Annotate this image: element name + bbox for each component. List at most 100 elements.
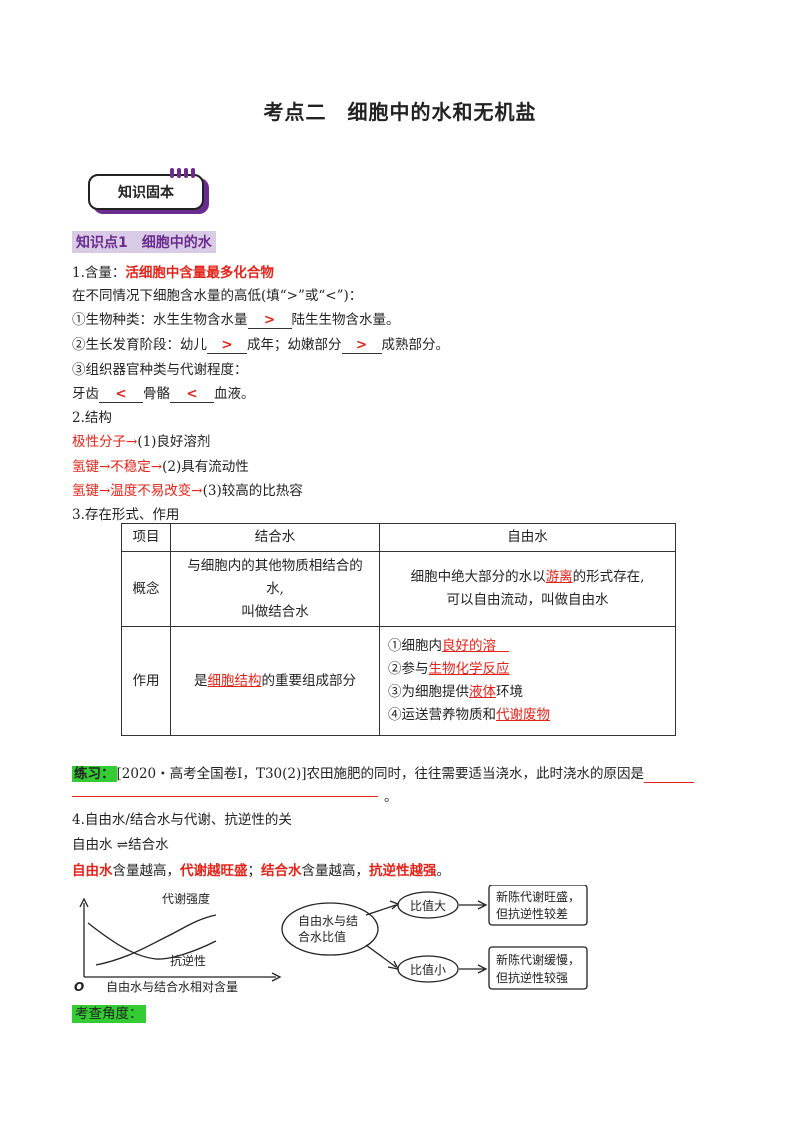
table-header: 结合水: [170, 523, 380, 552]
text: 叫做结合水: [241, 603, 309, 620]
text: 生物化学反应: [428, 661, 510, 677]
text: 游离: [545, 569, 573, 585]
text: ②参与: [388, 661, 429, 677]
content-line: ③组织器官种类与代谢程度：: [72, 362, 248, 378]
answer-blank: <: [99, 386, 143, 403]
exercise-text: [2020・高考全国卷Ⅰ，T30(2)]农田施肥的同时，往往需要适当浇水，此时浇…: [116, 766, 645, 782]
content-line: 极性分子→(1)良好溶剂: [72, 430, 210, 450]
table-cell: 与细胞内的其他物质相结合的 水, 叫做结合水: [170, 551, 380, 627]
ratio-oval: [281, 902, 379, 956]
content-line: 3.存在形式、作用: [72, 507, 180, 523]
content-line: 在不同情况下细胞含水量的高低(填“>”或“<”)：: [72, 288, 363, 304]
text: 水,: [266, 580, 284, 597]
result-box-2: [488, 946, 588, 990]
table-cell: 是细胞结构的重要组成部分: [170, 626, 380, 736]
text: 良好的溶: [442, 638, 496, 654]
content-line: 氢键→不稳定→(2)具有流动性: [72, 455, 249, 475]
water-forms-table: 项目 结合水 自由水 概念 与细胞内的其他物质相结合的 水, 叫做结合水 细胞中…: [121, 523, 676, 736]
text: 牙齿: [72, 386, 99, 402]
text: 代谢废物: [496, 707, 550, 723]
text: 细胞结构: [207, 672, 262, 689]
content-line: ①生物种类：水生生物含水量>陆生生物含水量。: [72, 308, 400, 329]
s1-label: 1.含量：: [72, 265, 126, 281]
text: 陆生生物含水量。: [291, 312, 400, 328]
answer-blank: >: [341, 337, 382, 354]
text: 液体: [469, 684, 496, 700]
text: 与细胞内的其他物质相结合的: [187, 557, 363, 574]
content-line: 氢键→温度不易改变→(3)较高的比热容: [72, 479, 303, 499]
text: ②生长发育阶段：幼儿: [72, 337, 207, 353]
s1-bold: 活细胞中含量最多化合物: [125, 265, 274, 281]
up-label: 比值大: [410, 898, 446, 913]
down-label: 比值小: [410, 962, 446, 977]
table-cell: 细胞中绝大部分的水以游离的形式存在, 可以自由流动，叫做自由水: [379, 551, 676, 627]
content-line: 自由水含量越高，代谢越旺盛；结合水含量越高，抗逆性越强。: [72, 859, 450, 879]
text: 成熟部分。: [381, 337, 450, 353]
answer-blank: >: [247, 312, 292, 329]
table-cell: 概念: [121, 551, 171, 627]
exercise-label: 练习：: [72, 766, 117, 782]
text: 抗逆性越强: [369, 863, 437, 879]
curve-label-metabolism: 代谢强度: [162, 891, 210, 906]
text: ①细胞内: [388, 638, 442, 654]
content-line: 2.结构: [72, 410, 112, 426]
content-line: 考查角度：: [72, 1002, 146, 1023]
content-line: 牙齿<骨骼<血液。: [72, 382, 255, 403]
text: 成年；幼嫩部分: [247, 337, 342, 353]
x-axis-label: 自由水与结合水相对含量: [106, 979, 238, 994]
content-line: 4.自由水/结合水与代谢、抗逆性的关: [72, 812, 292, 828]
table-header: 项目: [121, 523, 171, 552]
text: ③为细胞提供: [388, 684, 469, 700]
text: 含量越高，: [112, 863, 181, 879]
text: 代谢越旺盛: [180, 863, 248, 879]
text: 的重要组成部分: [261, 672, 357, 689]
answer-blank-line: [72, 788, 378, 797]
text: 氢键→温度不易改变→: [72, 483, 203, 499]
curve-label-resistance: 抗逆性: [170, 953, 206, 968]
text: 。: [384, 789, 398, 805]
result-2b: 但抗逆性较强: [496, 970, 568, 985]
text: 是: [194, 672, 208, 689]
content-line: ②生长发育阶段：幼儿>成年；幼嫩部分>成熟部分。: [72, 333, 449, 354]
text: 骨骼: [143, 386, 170, 402]
text: (1)良好溶剂: [137, 434, 211, 450]
text: (3)较高的比热容: [202, 483, 303, 499]
badge-label: 知识固本: [118, 185, 174, 201]
answer-blank: <: [170, 386, 214, 403]
text: (2)具有流动性: [162, 459, 249, 475]
exercise-line: 练习：[2020・高考全国卷Ⅰ，T30(2)]农田施肥的同时，往往需要适当浇水，…: [72, 762, 695, 783]
up-oval: [397, 891, 459, 919]
curve-resistance: [87, 922, 217, 960]
result-1b: 但抗逆性较差: [496, 906, 568, 921]
answer-blank: >: [207, 337, 247, 354]
page-title: 考点二 细胞中的水和无机盐: [263, 100, 537, 124]
result-2a: 新陈代谢缓慢，: [496, 952, 580, 967]
text: 结合水: [261, 863, 302, 879]
text: ④运送营养物质和: [388, 707, 496, 723]
water-ratio-diagram: 代谢强度 抗逆性 O 自由水与结合水相对含量 自由水与结 合水比值 比值大 比值…: [74, 885, 588, 994]
center-label-b: 合水比值: [298, 929, 346, 944]
text: 细胞中绝大部分的水以: [410, 569, 546, 585]
section-badge: 知识固本: [88, 168, 212, 212]
text: 的形式存在,: [572, 569, 645, 585]
down-oval: [397, 955, 459, 983]
table-cell: 作用: [121, 626, 171, 736]
text: 环境: [496, 684, 523, 700]
center-label-a: 自由水与结: [298, 914, 358, 928]
result-1a: 新陈代谢旺盛，: [496, 889, 580, 904]
result-box-1: [488, 885, 588, 926]
content-line: 1.含量：活细胞中含量最多化合物: [72, 261, 274, 281]
curve-metabolism: [95, 914, 217, 966]
text: ①生物种类：水生生物含水量: [72, 312, 248, 328]
binder-rings-icon: [170, 166, 200, 178]
origin-label: O: [74, 980, 84, 994]
text: 。: [436, 863, 451, 879]
text: 氢键→不稳定→: [72, 459, 163, 475]
knowledge-point-heading: 知识点1 细胞中的水: [72, 231, 216, 253]
text: 血液。: [214, 386, 255, 402]
text: ；: [247, 863, 262, 879]
text: 自由水: [72, 863, 113, 879]
table-cell: ①细胞内良好的溶 ②参与生物化学反应 ③为细胞提供液体环境 ④运送营养物质和代谢…: [379, 626, 676, 736]
exam-angle-label: 考查角度：: [72, 1005, 146, 1023]
text: 极性分子→: [72, 434, 138, 450]
